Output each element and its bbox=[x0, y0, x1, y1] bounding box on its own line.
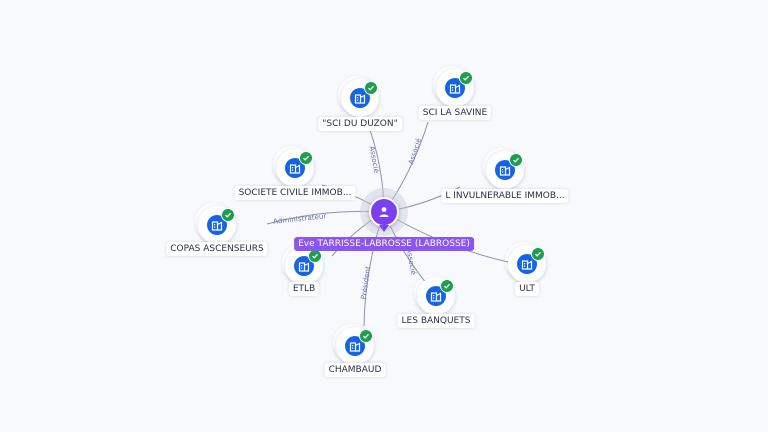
center-person-name[interactable]: Eve TARRISSE-LABROSSE (LABROSSE) bbox=[294, 237, 474, 251]
edge-label-sci-du-duzon: Associé bbox=[368, 146, 381, 174]
building-icon[interactable] bbox=[345, 336, 365, 356]
company-name-les-banquets[interactable]: LES BANQUETS bbox=[397, 314, 475, 328]
edge-label-les-banquets: Associé bbox=[405, 248, 418, 276]
verified-check-icon bbox=[364, 81, 378, 95]
building-icon[interactable] bbox=[294, 256, 314, 276]
building-icon[interactable] bbox=[517, 254, 537, 274]
verified-check-icon bbox=[221, 208, 235, 222]
building-icon[interactable] bbox=[207, 215, 227, 235]
building-icon[interactable] bbox=[495, 160, 515, 180]
building-icon[interactable] bbox=[350, 88, 370, 108]
company-name-copas-ascenseurs[interactable]: COPAS ASCENSEURS bbox=[166, 242, 268, 256]
building-icon[interactable] bbox=[445, 78, 465, 98]
verified-check-icon bbox=[509, 153, 523, 167]
building-icon[interactable] bbox=[426, 286, 446, 306]
verified-check-icon bbox=[531, 247, 545, 261]
verified-check-icon bbox=[359, 329, 373, 343]
verified-check-icon bbox=[299, 151, 313, 165]
company-name-ult[interactable]: ULT bbox=[515, 282, 539, 296]
company-name-chambaud[interactable]: CHAMBAUD bbox=[324, 363, 386, 377]
edge-label-sci-la-savine: Associé bbox=[407, 137, 423, 165]
company-name-sci-du-duzon[interactable]: "SCI DU DUZON" bbox=[318, 117, 402, 131]
verified-check-icon bbox=[308, 249, 322, 263]
person-icon[interactable] bbox=[369, 197, 399, 232]
edge-label-chambaud: Président bbox=[360, 265, 373, 299]
company-name-sci-la-savine[interactable]: SCI LA SAVINE bbox=[418, 106, 492, 120]
company-name-societe-civile-immob[interactable]: SOCIETE CIVILE IMMOB... bbox=[234, 186, 356, 200]
edge-label-copas-ascenseurs: Administrateur bbox=[273, 212, 327, 226]
company-name-etlb[interactable]: ETLB bbox=[288, 282, 320, 296]
company-name-l-invulnerable-immob[interactable]: L INVULNERABLE IMMOB... bbox=[441, 189, 569, 203]
verified-check-icon bbox=[459, 71, 473, 85]
verified-check-icon bbox=[440, 279, 454, 293]
building-icon[interactable] bbox=[285, 158, 305, 178]
